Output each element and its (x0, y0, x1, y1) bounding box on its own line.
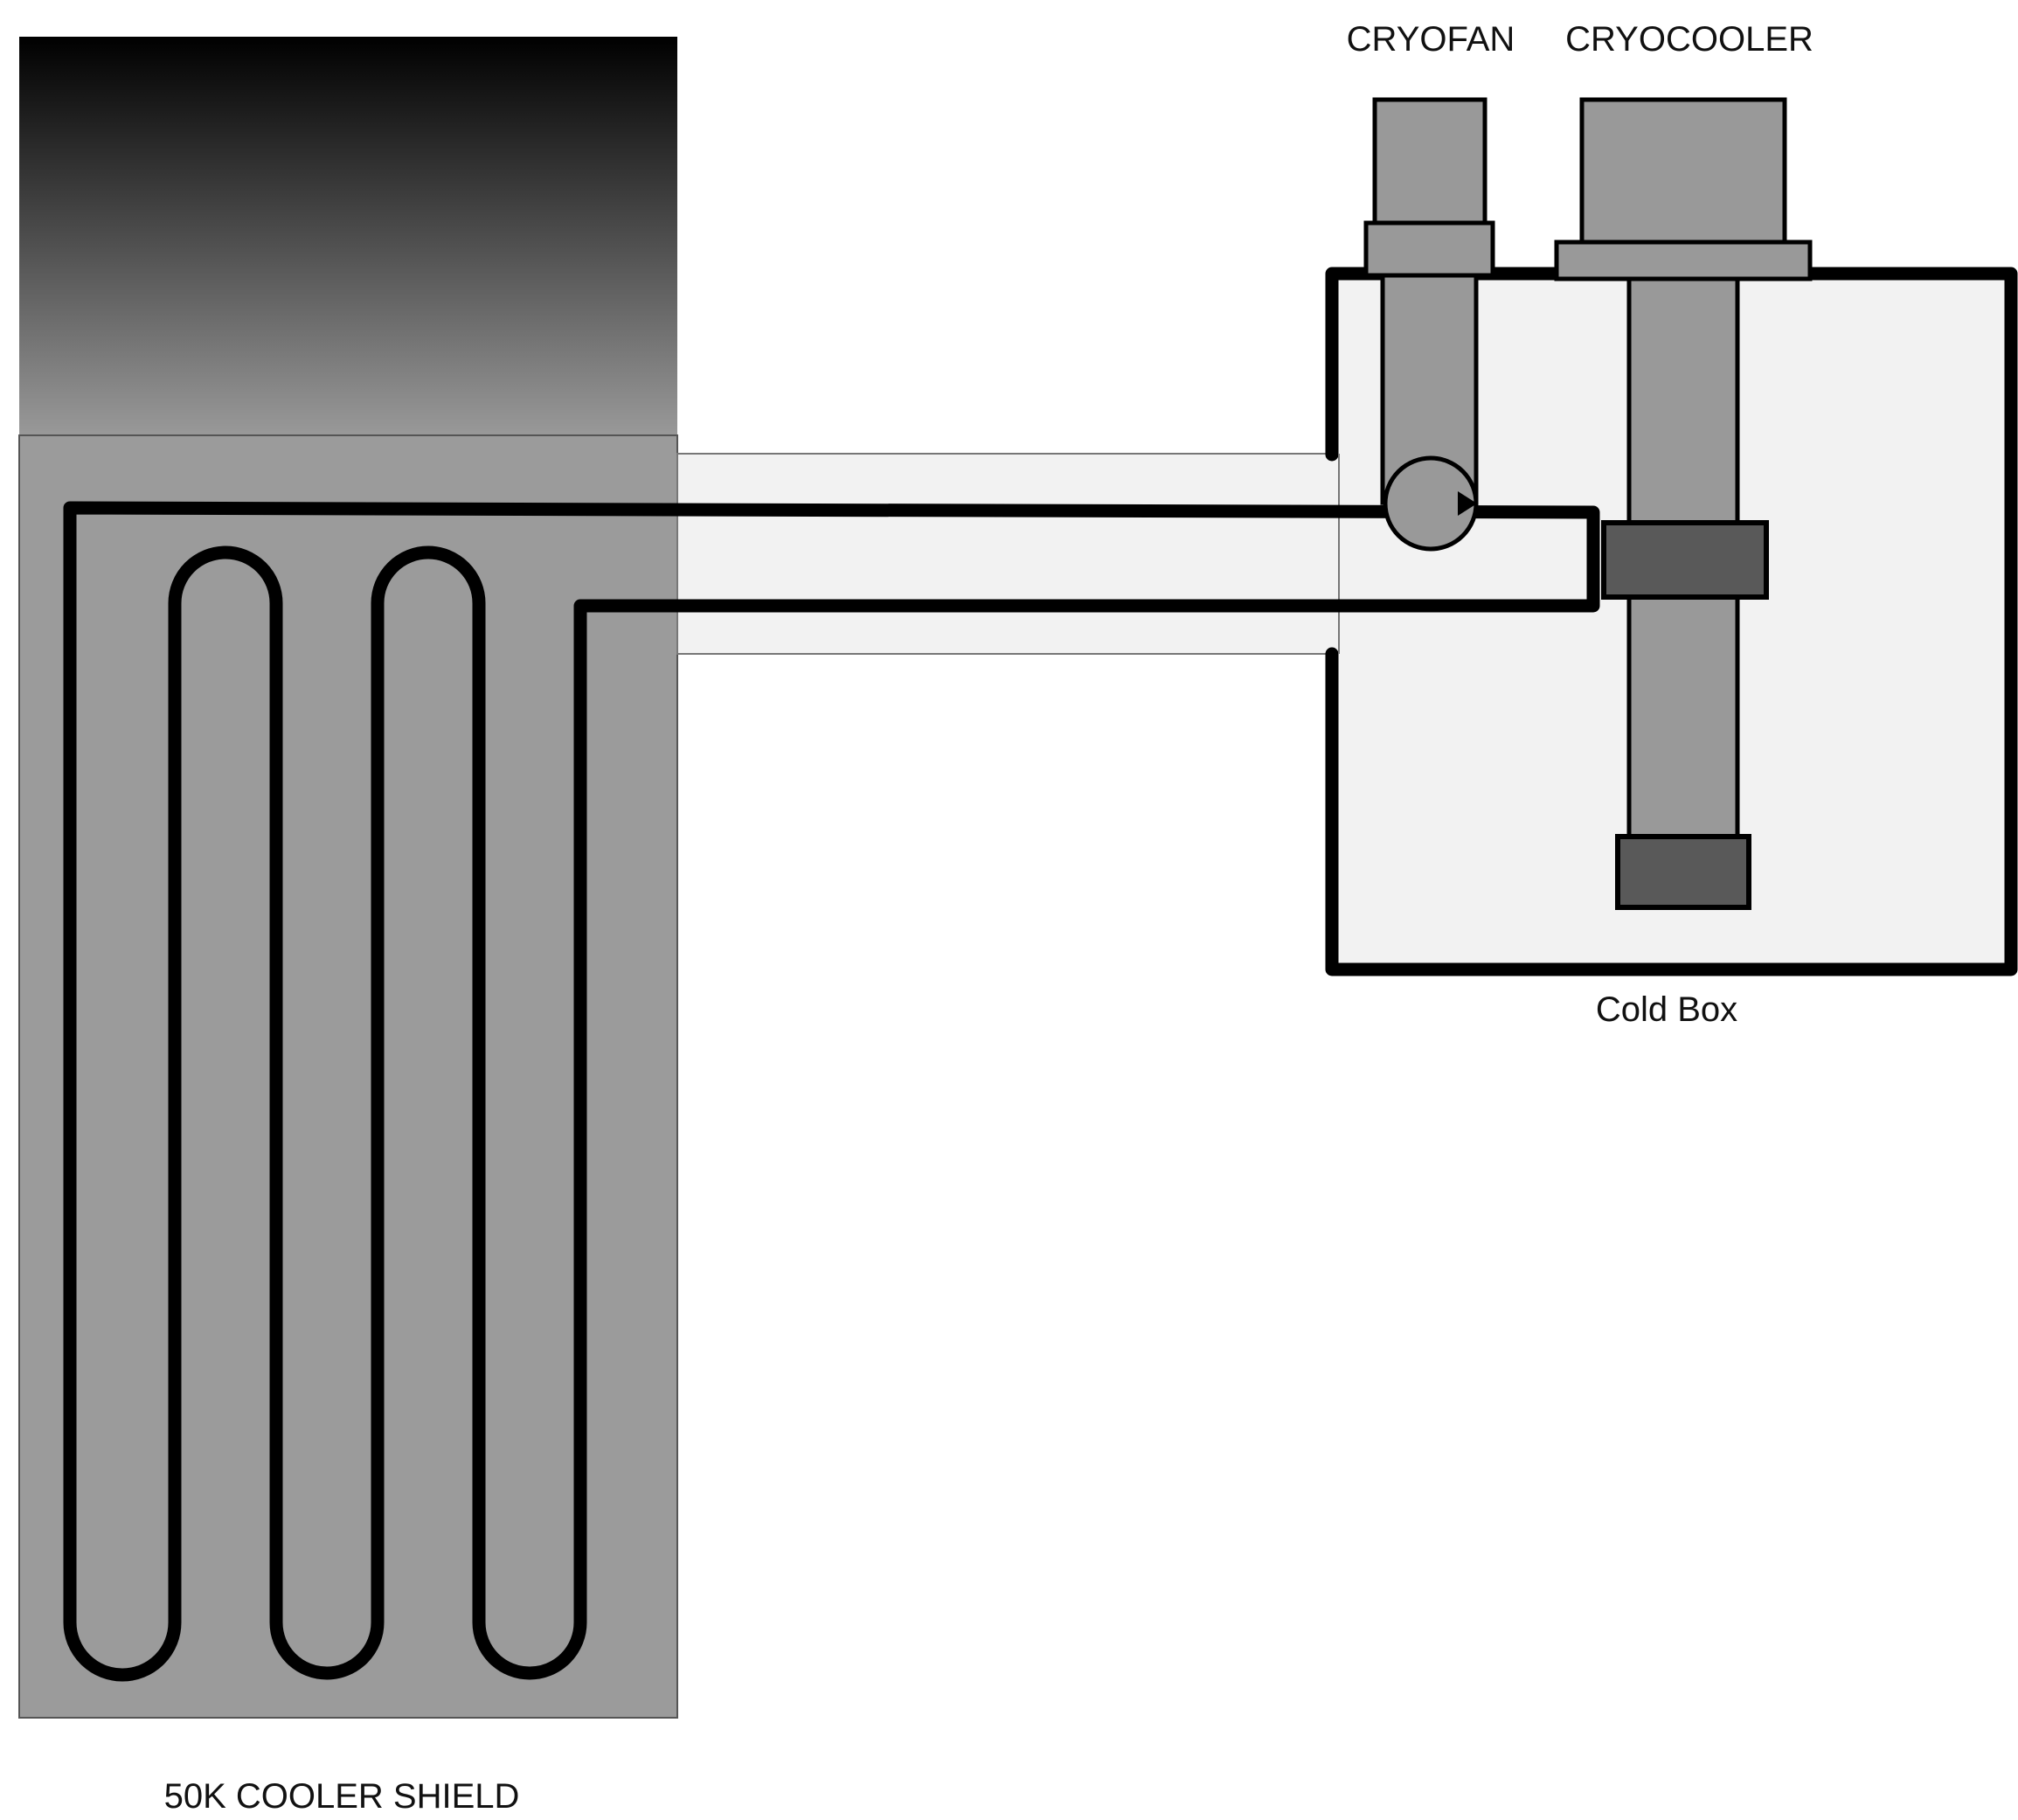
cryocooler (1554, 97, 1813, 910)
heat-exchanger-cold-tip (1615, 834, 1751, 910)
cold-box-label: Cold Box (1596, 990, 1737, 1029)
cryocooler-flange (1554, 240, 1813, 281)
cooling-loop (63, 501, 1600, 1682)
cooler-shield (18, 37, 678, 1719)
transfer-tube (676, 453, 1340, 655)
cryofan-motor (1372, 97, 1487, 226)
cryofan-label: CRYOFAN (1347, 20, 1515, 59)
cryofan (1363, 97, 1495, 505)
shield-body (18, 434, 678, 1719)
flow-direction-arrow-icon (1458, 491, 1477, 516)
heat-exchanger-upper (1601, 520, 1769, 600)
shield-gradient-region (19, 37, 677, 435)
cryocooler-head (1579, 97, 1787, 245)
cryofan-impeller (1383, 455, 1479, 552)
cryocooler-label: CRYOCOOLER (1565, 20, 1813, 59)
shield-label: 50K COOLER SHIELD (164, 1777, 520, 1816)
cryofan-flange (1363, 220, 1495, 278)
cold-box-outline (1325, 267, 2018, 976)
